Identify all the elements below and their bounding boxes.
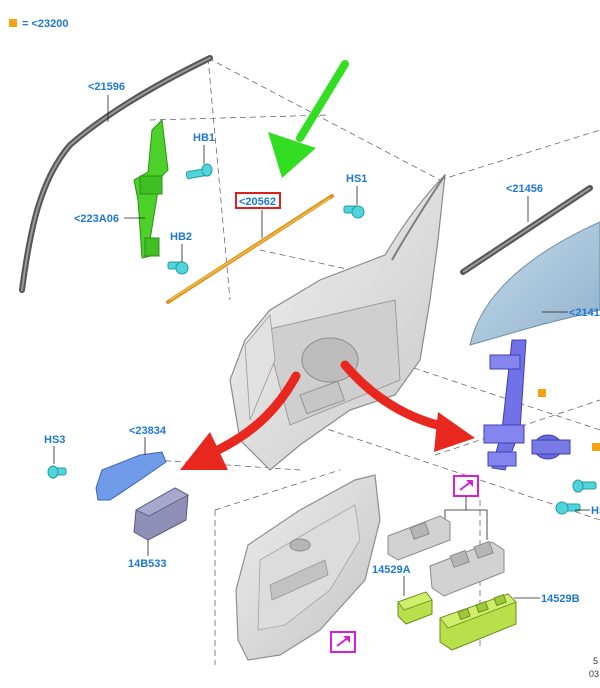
label-regulator-bracket: <223A06 xyxy=(74,213,119,225)
door-trim-panel xyxy=(235,474,381,661)
regulator-bracket-green xyxy=(133,118,169,259)
door-glass xyxy=(469,221,600,346)
legend-text: = <23200 xyxy=(22,18,69,30)
highlight-box-belt-weatherstrip xyxy=(235,192,281,209)
bracket-blue xyxy=(95,451,167,501)
label-belt-weatherstrip: <20562 xyxy=(239,196,276,208)
label-hs1: HS1 xyxy=(346,173,367,185)
screw-hs3 xyxy=(47,465,67,479)
corner-text-bottom: 03 xyxy=(589,669,599,679)
label-glass-run-channel: <21596 xyxy=(88,81,125,93)
label-switch-single: 14529A xyxy=(372,564,411,576)
marker-regulator xyxy=(538,389,546,397)
reference-arrow-icon[interactable] xyxy=(453,475,479,497)
bolt-hb2 xyxy=(167,261,189,275)
reference-arrow-icon[interactable] xyxy=(330,631,356,653)
window-switch-single xyxy=(397,591,433,625)
label-outer-weatherstrip: <21456 xyxy=(506,183,543,195)
control-module xyxy=(133,487,189,541)
assembly-lines xyxy=(149,57,600,665)
screw-right-lower xyxy=(555,501,581,515)
label-door-glass: <2141 xyxy=(569,307,600,319)
window-switch-master xyxy=(439,593,517,651)
corner-text-top: 5 xyxy=(593,656,598,666)
legend-marker xyxy=(9,19,17,27)
window-regulator xyxy=(483,339,571,471)
label-bracket: <23834 xyxy=(129,425,167,437)
label-hb2: HB2 xyxy=(170,231,192,243)
marker-motor xyxy=(592,443,600,451)
green-indicator-arrow xyxy=(268,60,349,178)
screw-right-upper xyxy=(572,479,597,493)
red-arrow-right xyxy=(340,360,475,452)
label-control-module: 14B533 xyxy=(128,558,167,570)
label-hs3: HS3 xyxy=(44,434,65,446)
switch-bezel-single xyxy=(387,515,451,561)
switch-bezel-master xyxy=(429,540,505,597)
bolt-hb1 xyxy=(185,163,213,180)
label-hb1: HB1 xyxy=(193,132,215,144)
label-switch-master: 14529B xyxy=(541,593,580,605)
screw-hs1 xyxy=(343,205,365,219)
label-screw-right: HS xyxy=(591,505,600,517)
red-arrow-left xyxy=(180,371,301,470)
